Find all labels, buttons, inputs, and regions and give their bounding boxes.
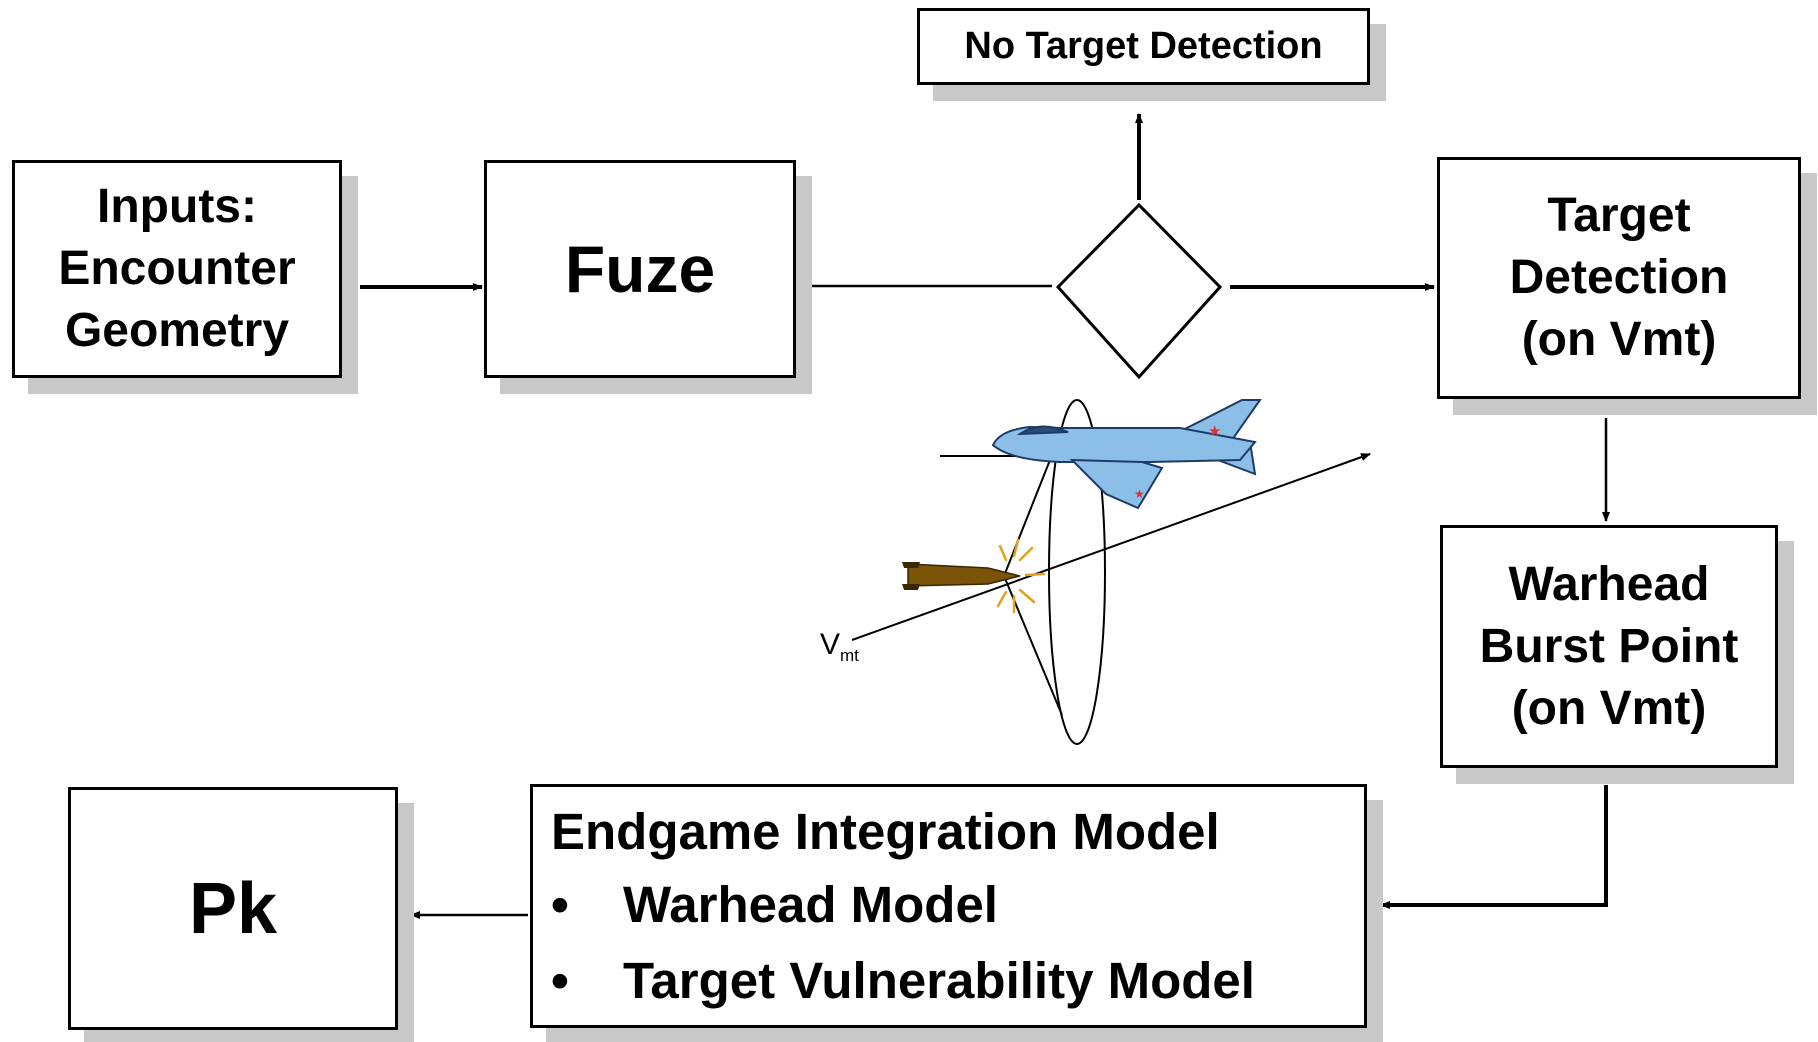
inputs-line-3: Geometry — [64, 304, 290, 357]
inputs-line-1: Inputs: — [97, 180, 257, 233]
endgame-item-vulnerability-label: Target Vulnerability Model — [623, 952, 1255, 1009]
no-target-detection-label: No Target Detection — [964, 25, 1323, 67]
missile-fin-bottom — [902, 584, 920, 590]
vmt-label: Vmt — [820, 628, 859, 665]
warhead-burst-line-2: Burst Point — [1479, 619, 1739, 673]
decision-diamond — [1055, 202, 1223, 380]
aircraft-wing — [1069, 458, 1164, 510]
aircraft-icon — [991, 399, 1262, 510]
warhead-burst-icon — [996, 538, 1046, 614]
aircraft-star-tail: ★ — [1208, 422, 1221, 440]
fuze-cone-edge-top — [1003, 459, 1051, 577]
endgame-illustration: ★ ★ — [851, 399, 1371, 745]
missile-fin-top — [902, 562, 920, 568]
no-target-detection-box: No Target Detection — [917, 8, 1370, 85]
target-detection-line-1: Target — [1547, 189, 1691, 242]
missile-icon — [902, 562, 1021, 590]
aircraft-fuselage — [991, 425, 1257, 463]
pk-box: Pk — [68, 787, 398, 1030]
pk-label: Pk — [188, 868, 278, 949]
bullet-icon: • — [551, 952, 569, 1009]
warhead-burst-line-1: Warhead — [1508, 557, 1710, 611]
aircraft-star-wing: ★ — [1134, 487, 1145, 501]
inputs-line-2: Encounter — [58, 242, 296, 295]
endgame-item-warhead-label: Warhead Model — [623, 876, 998, 933]
target-detection-line-2: Detection — [1509, 251, 1729, 304]
fuze-label: Fuze — [564, 232, 716, 306]
endgame-integration-model-box: Endgame Integration Model • Warhead Model… — [530, 784, 1367, 1028]
endgame-item-vulnerability: • Target Vulnerability Model — [551, 943, 1255, 1019]
warhead-burst-line-3: (on Vmt) — [1511, 681, 1707, 735]
bullet-icon: • — [551, 876, 569, 933]
fuze-box: Fuze — [484, 160, 796, 378]
target-detection-box: Target Detection (on Vmt) — [1437, 157, 1801, 399]
endgame-title: Endgame Integration Model — [551, 803, 1220, 860]
endgame-item-warhead: • Warhead Model — [551, 867, 998, 943]
target-detection-line-3: (on Vmt) — [1521, 313, 1717, 366]
vmt-vector-arrow — [851, 453, 1371, 641]
inputs-box: Inputs: Encounter Geometry — [12, 160, 342, 378]
arrow-burst-to-endgame — [1380, 785, 1608, 909]
aircraft-canopy — [1016, 425, 1069, 436]
missile-body — [907, 563, 1021, 587]
fuze-cone-edge-bottom — [1003, 575, 1063, 716]
warhead-burst-point-box: Warhead Burst Point (on Vmt) — [1440, 525, 1778, 768]
fuze-cone-ellipse — [1048, 399, 1106, 745]
